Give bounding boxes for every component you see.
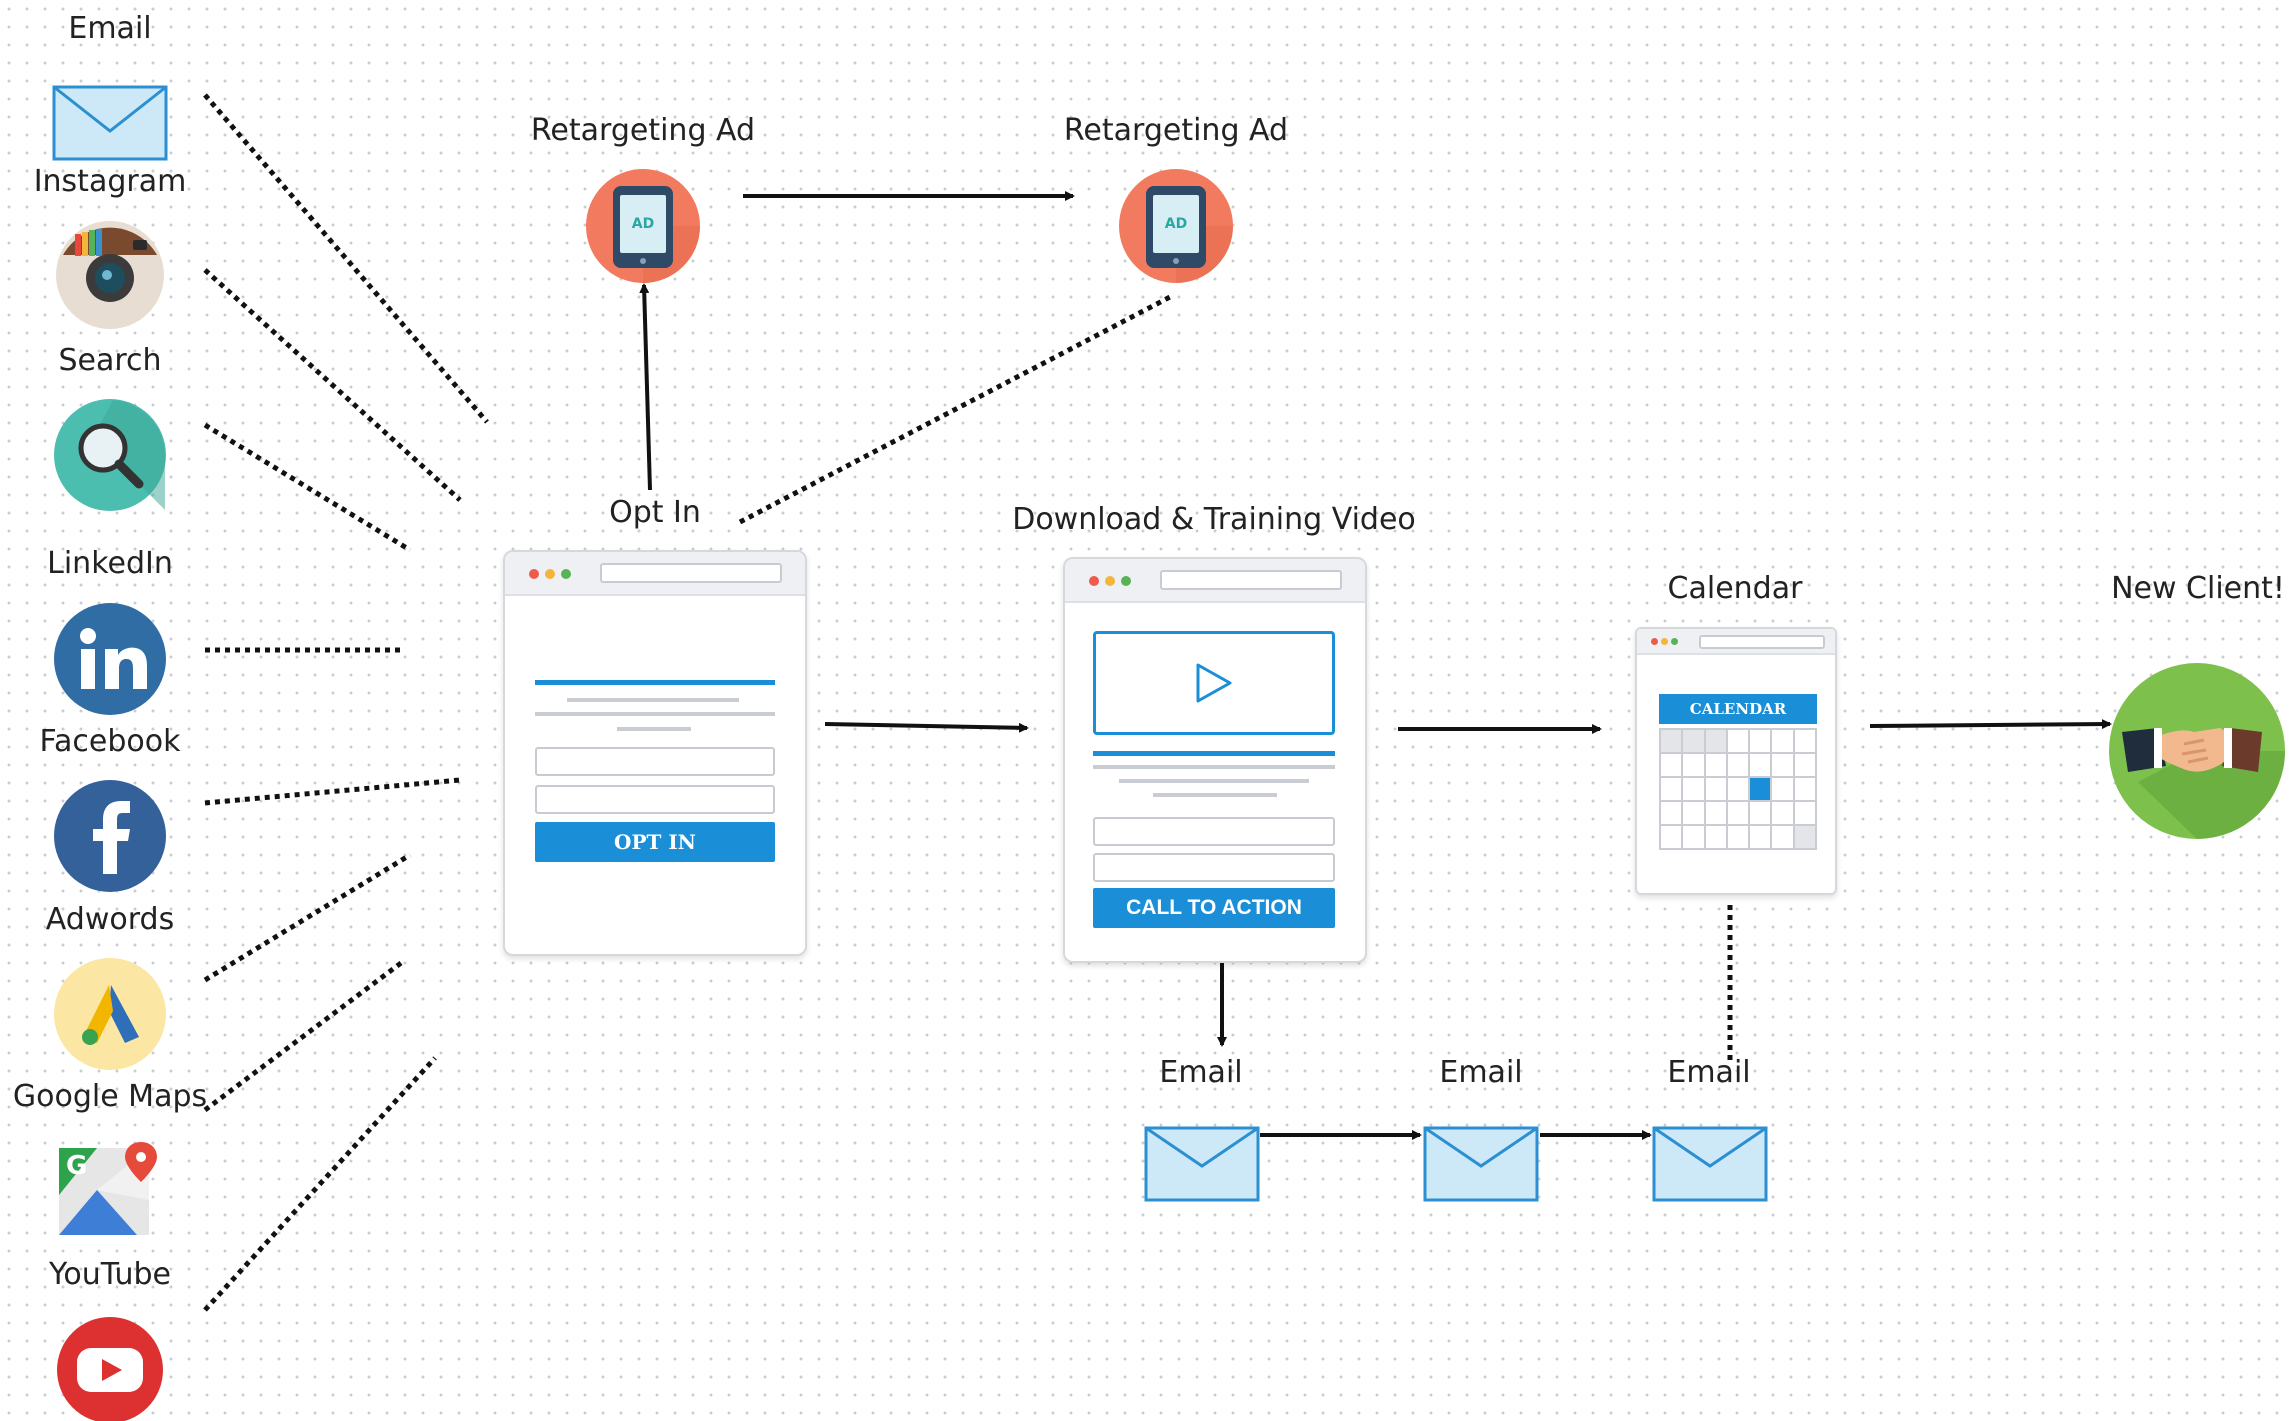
download-label: Download & Training Video <box>1012 502 1416 537</box>
text-line <box>617 727 691 731</box>
google-maps-icon: G <box>59 1142 157 1235</box>
adwords-icon <box>54 958 166 1070</box>
call-to-action-button[interactable]: CALL TO ACTION <box>1093 888 1335 928</box>
window-dot-yellow <box>1105 576 1115 586</box>
dotted-link-optin-retarget2 <box>738 294 1172 525</box>
source-label-linkedin: LinkedIn <box>47 546 173 581</box>
dotted-link-email <box>203 93 489 424</box>
dotted-link-googlemaps <box>203 958 407 1112</box>
text-line <box>535 712 775 716</box>
calendar-header: CALENDAR <box>1659 694 1817 724</box>
dotted-link-youtube <box>203 1056 437 1312</box>
new-client-label: New Client! <box>2111 571 2285 606</box>
retargeting-ad-label-2: Retargeting Ad <box>1063 113 1289 148</box>
calendar-page: CALENDAR <box>1635 627 1837 895</box>
text-line <box>1093 765 1335 769</box>
tablet-ad-icon <box>1119 169 1233 283</box>
dotted-link-adwords <box>203 852 412 983</box>
linkedin-icon <box>54 603 166 715</box>
opt-in-button[interactable]: OPT IN <box>535 822 775 862</box>
retargeting-ad-node-1: AD <box>585 168 701 284</box>
retargeting-ad-node-2: AD <box>1118 168 1234 284</box>
text-line <box>1153 793 1277 797</box>
source-label-facebook: Facebook <box>39 724 181 759</box>
search-icon <box>54 399 166 511</box>
envelope-icon <box>1423 1126 1539 1202</box>
url-bar <box>1699 635 1825 649</box>
text-line <box>1119 779 1309 783</box>
video-player[interactable] <box>1093 631 1335 735</box>
window-dot-yellow <box>1661 638 1668 645</box>
handshake-icon <box>2109 663 2285 839</box>
url-bar <box>1160 570 1342 590</box>
source-label-search: Search <box>58 343 162 378</box>
calendar-grid[interactable] <box>1659 728 1817 850</box>
window-dot-green <box>561 569 571 579</box>
instagram-icon <box>56 221 164 329</box>
source-label-google-maps: Google Maps <box>12 1079 208 1114</box>
youtube-icon <box>57 1317 163 1421</box>
selected-date[interactable] <box>1750 778 1771 800</box>
text-line <box>567 698 739 702</box>
envelope-icon <box>1652 1126 1768 1202</box>
window-dot-yellow <box>545 569 555 579</box>
tablet-ad-icon <box>586 169 700 283</box>
name-field[interactable] <box>535 747 775 776</box>
arrow-optin-to-retarget1 <box>639 283 652 491</box>
email-field[interactable] <box>535 785 775 814</box>
window-dot-green <box>1671 638 1678 645</box>
window-dot-red <box>1651 638 1658 645</box>
name-field[interactable] <box>1093 817 1335 846</box>
dotted-link-facebook <box>204 777 461 806</box>
optin-page: OPT IN <box>503 550 807 956</box>
source-label-instagram: Instagram <box>33 164 187 199</box>
email-field[interactable] <box>1093 853 1335 882</box>
ad-badge: AD <box>1164 216 1188 232</box>
retargeting-ad-label-1: Retargeting Ad <box>530 113 756 148</box>
email-label-3: Email <box>1667 1055 1751 1090</box>
envelope-icon <box>1144 1126 1260 1202</box>
email-label-2: Email <box>1439 1055 1523 1090</box>
window-dot-red <box>529 569 539 579</box>
source-label-adwords: Adwords <box>45 902 175 937</box>
url-bar <box>600 563 782 583</box>
dotted-link-search <box>203 422 412 553</box>
arrow-calendar-to-client <box>1869 719 2112 730</box>
facebook-icon <box>54 780 166 892</box>
play-icon[interactable] <box>1192 661 1236 705</box>
dotted-link-instagram <box>203 268 462 502</box>
email-label-1: Email <box>1159 1055 1243 1090</box>
svg-text:G: G <box>66 1151 87 1181</box>
download-page: CALL TO ACTION <box>1063 557 1367 963</box>
source-label-youtube: YouTube <box>49 1257 171 1292</box>
source-label-email: Email <box>68 11 152 46</box>
headline-line <box>535 680 775 685</box>
arrow-optin-to-download <box>824 722 1029 733</box>
ad-badge: AD <box>631 216 655 232</box>
optin-label: Opt In <box>609 495 701 530</box>
window-dot-red <box>1089 576 1099 586</box>
calendar-label: Calendar <box>1667 571 1803 606</box>
window-dot-green <box>1121 576 1131 586</box>
envelope-icon <box>52 85 168 161</box>
headline-line <box>1093 751 1335 756</box>
